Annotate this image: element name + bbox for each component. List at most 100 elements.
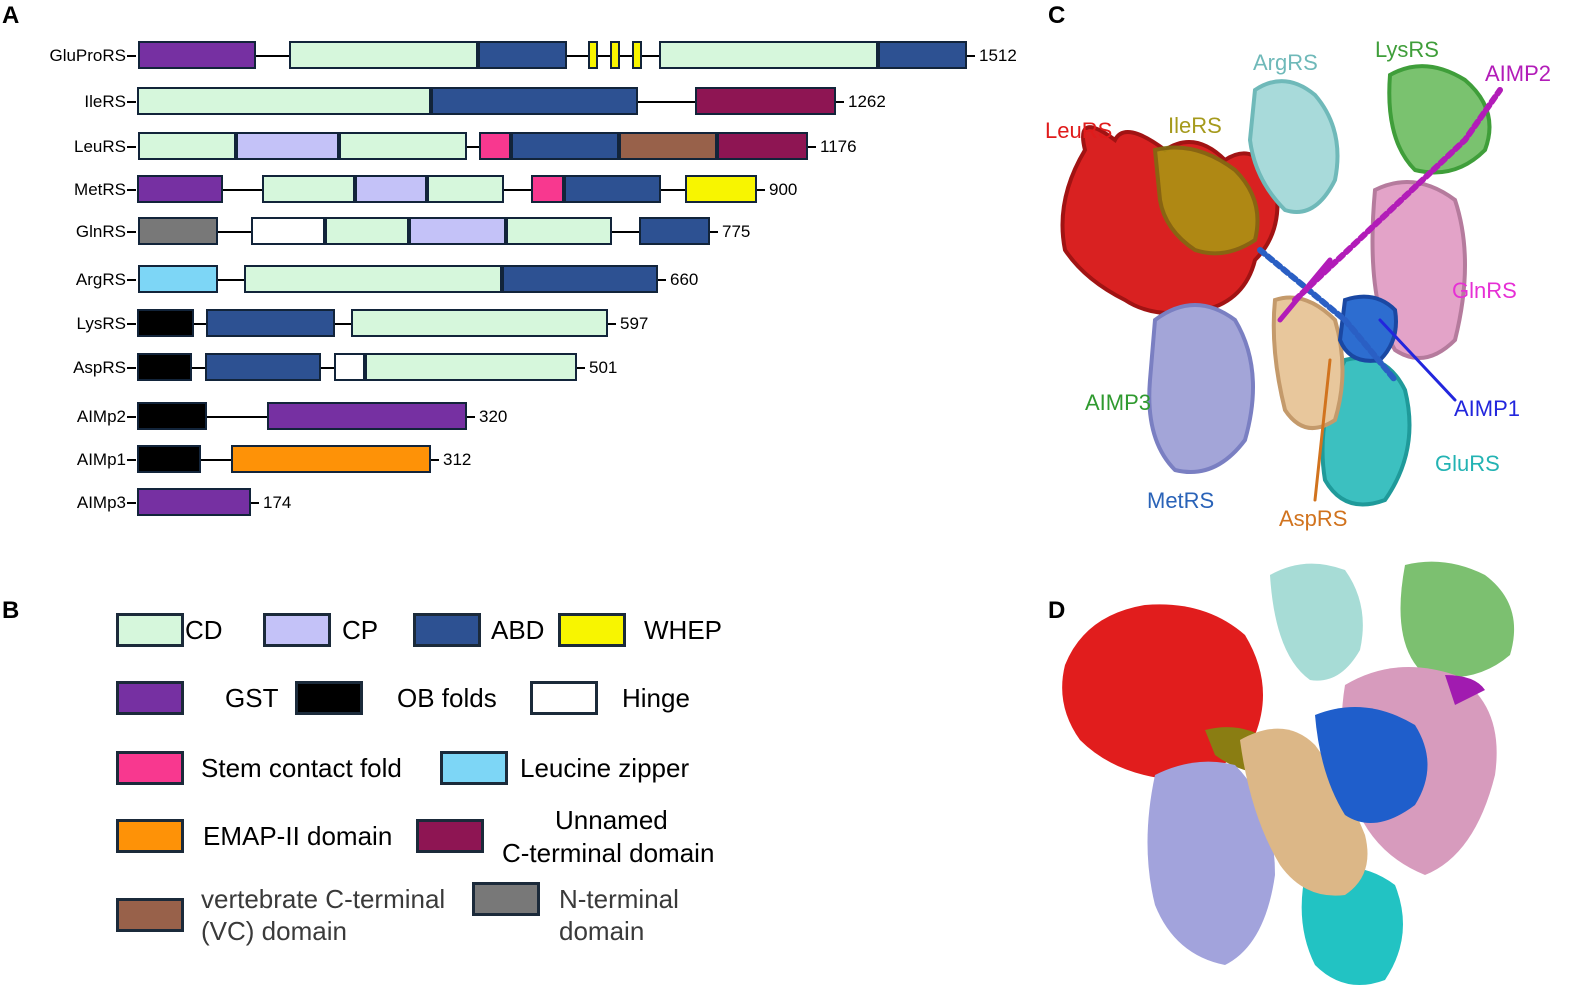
argrs-ribbon <box>1247 79 1340 214</box>
protein-end-tick <box>757 189 765 191</box>
protein-name: GluProRS <box>49 46 126 65</box>
label-metrs: MetRS <box>1147 488 1215 513</box>
legend-swatch-hinge <box>530 681 598 715</box>
protein-start-tick <box>127 101 136 103</box>
label-leurs: LeuRS <box>1045 118 1113 143</box>
domain-unnamed <box>695 87 836 115</box>
protein-end-tick <box>467 416 475 418</box>
protein-length: 174 <box>263 493 292 512</box>
legend-swatch-unnamed <box>416 819 484 853</box>
protein-name: AIMp1 <box>76 450 126 469</box>
domain-cd <box>138 132 236 160</box>
protein-name: GlnRS <box>75 222 126 241</box>
label-lysrs: LysRS <box>1375 37 1439 62</box>
legend-label-cd: CD <box>185 615 223 645</box>
protein-name: AIMp2 <box>76 407 126 426</box>
protein-row-aimp3: AIMp3 174 <box>0 487 1040 519</box>
domain-cd <box>659 41 878 69</box>
protein-length: 597 <box>620 314 649 333</box>
domain-abd <box>502 265 658 293</box>
domain-abd <box>878 41 967 69</box>
metrs-surface <box>1147 761 1275 965</box>
legend-label-vc-1: vertebrate C-terminal <box>201 884 446 914</box>
domain-abd <box>564 175 661 203</box>
ilers-ribbon <box>1152 145 1260 256</box>
ribbon-structure-image: ArgRS LysRS AIMP2 LeuRS IleRS GlnRS AIMP… <box>1045 0 1570 535</box>
protein-length: 900 <box>769 180 798 199</box>
protein-start-tick <box>127 367 136 369</box>
legend-swatch-leucine-zipper <box>440 751 508 785</box>
protein-name: AspRS <box>73 358 126 377</box>
legend-label-cp: CP <box>342 615 379 645</box>
domain-cd <box>339 132 467 160</box>
domain-abd <box>478 41 567 69</box>
domain-whep <box>610 41 620 69</box>
protein-length: 312 <box>443 450 472 469</box>
protein-start-tick <box>127 279 136 281</box>
protein-start-tick <box>127 323 136 325</box>
legend-swatch-abd <box>413 613 481 647</box>
legend-label-ob: OB folds <box>397 683 497 713</box>
legend-swatch-vc <box>116 898 184 932</box>
domain-gst <box>138 41 256 69</box>
domain-cd <box>365 353 577 381</box>
lysrs-surface <box>1400 561 1515 678</box>
domain-whep <box>685 175 757 203</box>
aimp2-helix-inner <box>1277 257 1333 323</box>
aimp1-ribbon <box>1337 294 1398 363</box>
domain-cd <box>325 217 409 245</box>
panel-label-d: D <box>1048 597 1066 624</box>
domain-ob <box>137 402 207 430</box>
label-glurs: GluRS <box>1435 451 1500 476</box>
aimp2-helix <box>1292 87 1503 303</box>
asprs-pointer <box>1313 358 1332 502</box>
protein-name: ArgRS <box>75 270 126 289</box>
label-aimp2: AIMP2 <box>1485 61 1552 86</box>
legend-label-leucine-zipper: Leucine zipper <box>520 753 690 783</box>
protein-end-tick <box>251 502 259 504</box>
protein-start-tick <box>127 55 136 57</box>
aimp1-pointer <box>1378 318 1457 402</box>
domain-cp <box>409 217 506 245</box>
legend-swatch-whep <box>558 613 626 647</box>
domain-cd <box>427 175 504 203</box>
aimp1-helix <box>1257 247 1398 383</box>
asprs-surface <box>1240 728 1368 896</box>
domain-hinge <box>251 217 325 245</box>
domain-ob <box>137 309 194 337</box>
domain-cp <box>355 175 427 203</box>
domain-abd <box>206 309 335 337</box>
protein-start-tick <box>127 502 136 504</box>
panel-label-b: B <box>2 597 20 624</box>
protein-end-tick <box>710 231 718 233</box>
domain-cp <box>236 132 339 160</box>
protein-name: AIMp3 <box>76 493 126 512</box>
legend-swatch-gst <box>116 681 184 715</box>
legend-label-unnamed-2: C-terminal domain <box>502 838 715 868</box>
glurs-surface <box>1301 867 1403 985</box>
protein-row-asprs: AspRS 501 <box>0 352 1040 384</box>
domain-gst <box>137 488 251 516</box>
domain-cd <box>506 217 612 245</box>
protein-start-tick <box>127 146 136 148</box>
domain-whep <box>588 41 598 69</box>
label-ilers: IleRS <box>1168 113 1222 138</box>
panel-label-c: C <box>1048 2 1066 29</box>
domain-hinge <box>334 353 365 381</box>
aimp1-surface <box>1315 707 1428 823</box>
protein-end-tick <box>836 101 844 103</box>
legend-label-vc-2: (VC) domain <box>201 916 347 946</box>
protein-end-tick <box>808 146 816 148</box>
domain-nterm <box>138 217 218 245</box>
protein-row-argrs: ArgRS 660 <box>0 264 1040 296</box>
legend-label-whep: WHEP <box>644 615 722 645</box>
legend-swatch-cd <box>116 613 184 647</box>
domain-abd <box>639 217 710 245</box>
protein-length: 660 <box>670 270 699 289</box>
legend-swatch-emap <box>116 819 184 853</box>
protein-length: 501 <box>589 358 618 377</box>
